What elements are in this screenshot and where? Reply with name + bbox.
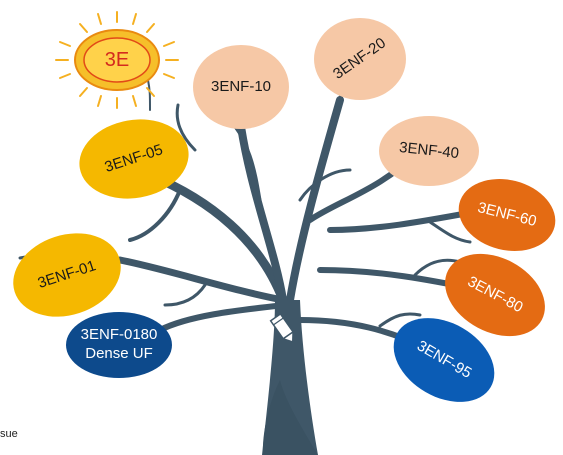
node-label: 3ENF-60 xyxy=(476,198,539,230)
node-label: 3ENF-0180 Dense UF xyxy=(81,326,158,364)
node-label-line1: 3ENF-0180 xyxy=(80,326,158,344)
node-label: 3ENF-40 xyxy=(398,138,460,162)
node-3enf-10[interactable]: 3ENF-10 xyxy=(193,45,289,129)
node-3enf-40[interactable]: 3ENF-40 xyxy=(379,116,479,186)
node-3enf-0180[interactable]: 3ENF-0180 Dense UF xyxy=(66,312,172,378)
node-label: 3ENF-95 xyxy=(414,336,475,382)
pencil-icon xyxy=(269,312,295,343)
node-label-line2: Dense UF xyxy=(85,345,153,362)
footnote-text: sue xyxy=(0,428,18,440)
sun-icon xyxy=(55,11,179,109)
sun-label: 3E xyxy=(104,48,130,71)
node-label: 3ENF-80 xyxy=(464,272,526,316)
node-label: 3ENF-20 xyxy=(330,34,389,83)
node-label: 3ENF-01 xyxy=(35,256,98,292)
node-3enf-20[interactable]: 3ENF-20 xyxy=(314,18,406,100)
node-label: 3ENF-10 xyxy=(210,77,272,95)
node-label: 3ENF-05 xyxy=(102,140,165,176)
